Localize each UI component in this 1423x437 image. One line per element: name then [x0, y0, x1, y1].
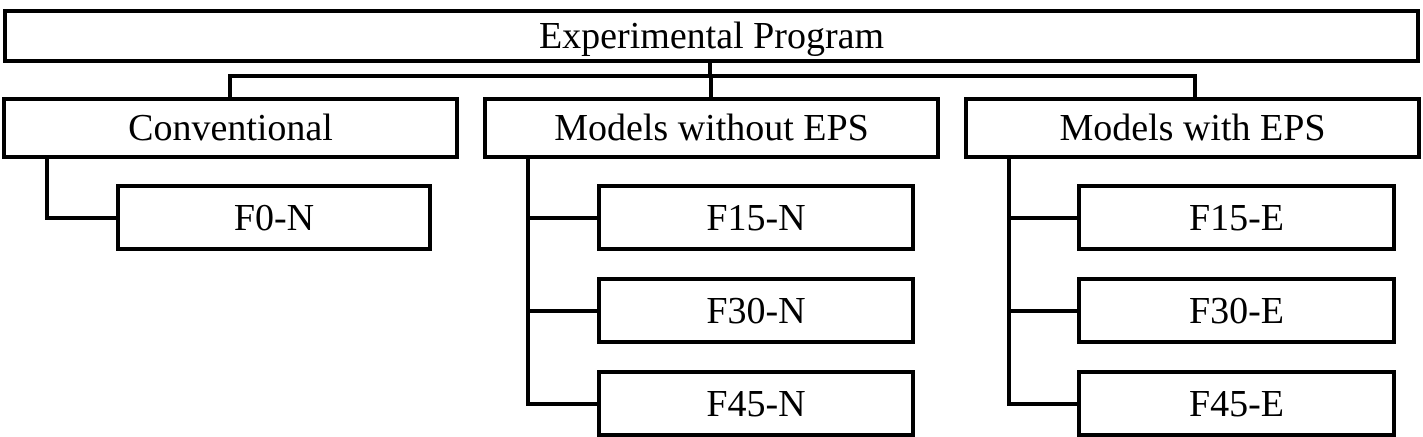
with-eps-branch-vertical — [1007, 159, 1011, 406]
category-drop-line-0 — [228, 74, 232, 97]
leaf-node-label: F30-E — [1189, 289, 1284, 332]
category-node-models-with-eps: Models with EPS — [964, 97, 1421, 159]
leaf-node-f15-n: F15-N — [597, 184, 915, 251]
leaf-node-f45-n: F45-N — [597, 370, 915, 437]
leaf-node-label: F0-N — [233, 196, 315, 239]
with-eps-branch-stub-1 — [1007, 309, 1077, 313]
root-stem-line — [708, 63, 712, 76]
category-node-models-without-eps: Models without EPS — [483, 97, 940, 159]
leaf-node-label: F15-E — [1189, 196, 1284, 239]
without-eps-branch-stub-1 — [526, 309, 597, 313]
root-node-label: Experimental Program — [538, 15, 885, 57]
conventional-branch-stub-0 — [45, 216, 116, 220]
category-drop-line-2 — [1193, 74, 1197, 97]
leaf-node-f30-e: F30-E — [1077, 277, 1396, 344]
leaf-node-f45-e: F45-E — [1077, 370, 1396, 437]
leaf-node-f15-e: F15-E — [1077, 184, 1396, 251]
leaf-node-label: F30-N — [706, 289, 806, 332]
conventional-branch-vertical — [45, 159, 49, 220]
category-drop-line-1 — [709, 74, 713, 97]
without-eps-branch-vertical — [526, 159, 530, 406]
category-node-conventional: Conventional — [2, 97, 459, 159]
leaf-node-label: F15-N — [706, 196, 806, 239]
without-eps-branch-stub-0 — [526, 216, 597, 220]
leaf-node-f30-n: F30-N — [597, 277, 915, 344]
root-node: Experimental Program — [3, 9, 1420, 63]
without-eps-branch-stub-2 — [526, 402, 597, 406]
leaf-node-label: F45-N — [706, 382, 806, 425]
leaf-node-label: F45-E — [1189, 382, 1284, 425]
category-node-label: Models without EPS — [554, 107, 869, 149]
leaf-node-f0-n: F0-N — [116, 184, 432, 251]
category-node-label: Conventional — [128, 107, 333, 149]
with-eps-branch-stub-2 — [1007, 402, 1077, 406]
category-node-label: Models with EPS — [1059, 107, 1326, 149]
with-eps-branch-stub-0 — [1007, 216, 1077, 220]
